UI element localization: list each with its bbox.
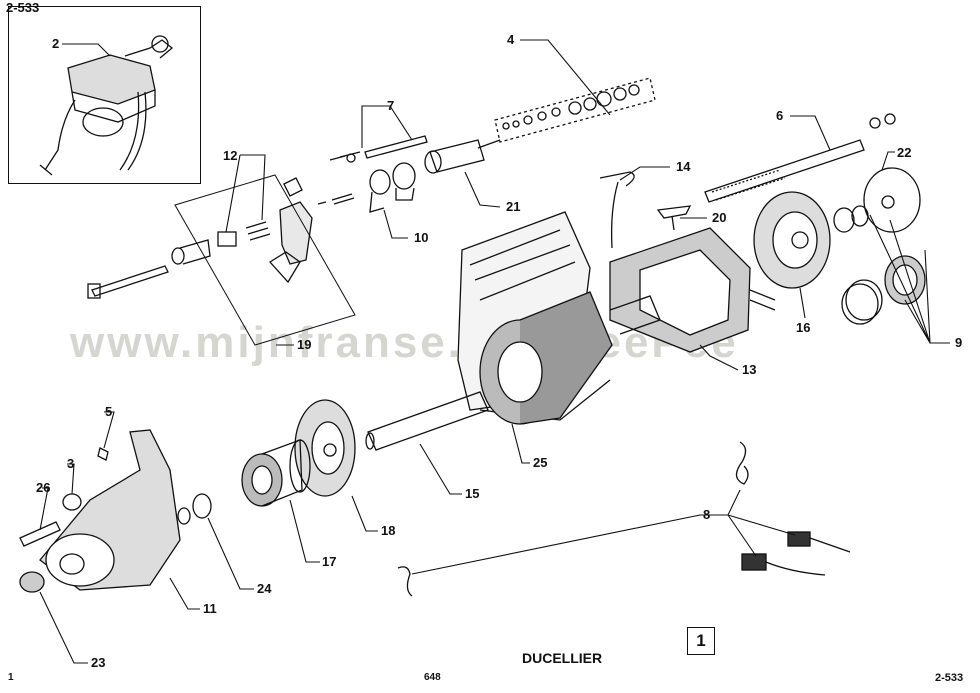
- part-bracket: [369, 162, 416, 213]
- callout-18: 18: [381, 523, 395, 538]
- callout-2: 2: [52, 36, 59, 51]
- callout-3: 3: [67, 456, 74, 471]
- callout-22: 22: [897, 145, 911, 160]
- part-pinion: [241, 439, 311, 507]
- callout-9: 9: [955, 335, 962, 350]
- figure-number-box: 1: [687, 627, 715, 655]
- part-clip: [599, 171, 692, 249]
- callout-26: 26: [36, 480, 50, 495]
- callout-6: 6: [776, 108, 783, 123]
- callout-13: 13: [742, 362, 756, 377]
- brand-label: DUCELLIER: [522, 650, 603, 666]
- ref-bottom-right: 2-533: [935, 672, 964, 684]
- part-end-plate: [753, 191, 831, 289]
- callout-17: 17: [322, 554, 336, 569]
- part-through-bolt: [704, 113, 896, 203]
- callout-23: 23: [91, 655, 105, 670]
- part-solenoid-inset: [39, 35, 174, 176]
- part-terminal: [424, 139, 501, 174]
- callout-15: 15: [465, 486, 479, 501]
- callout-16: 16: [796, 320, 810, 335]
- callout-8: 8: [703, 507, 710, 522]
- callout-21: 21: [506, 199, 520, 214]
- callout-19: 19: [297, 337, 311, 352]
- part-drive-plate: [294, 399, 356, 497]
- callout-7: 7: [387, 98, 394, 113]
- ref-top-left: 2-533: [6, 0, 40, 15]
- part-armature: [365, 291, 661, 451]
- part-hardware-row: [494, 77, 656, 143]
- callout-5: 5: [105, 404, 112, 419]
- page-left-number: 1: [8, 672, 14, 683]
- part-field-coil: [609, 227, 776, 353]
- page-center-number: 648: [424, 672, 441, 683]
- callout-11: 11: [203, 601, 217, 616]
- part-nose-housing: [39, 429, 181, 591]
- inset-detail-frame: [8, 6, 201, 184]
- part-ring: [177, 493, 212, 525]
- part-stud: [329, 135, 428, 163]
- part-fork-assembly: [87, 174, 356, 346]
- callout-25: 25: [533, 455, 547, 470]
- callout-14: 14: [676, 159, 691, 174]
- callout-labels: 2 4 7 6 22 12 14 20 21 10 19 9 16 13 25 …: [36, 32, 962, 670]
- part-brushes: [397, 441, 851, 597]
- part-cap-washers: [833, 167, 926, 325]
- callout-24: 24: [257, 581, 272, 596]
- callout-4: 4: [507, 32, 515, 47]
- callout-20: 20: [712, 210, 726, 225]
- callout-12: 12: [223, 148, 237, 163]
- callout-10: 10: [414, 230, 428, 245]
- leader-lines: [39, 39, 950, 664]
